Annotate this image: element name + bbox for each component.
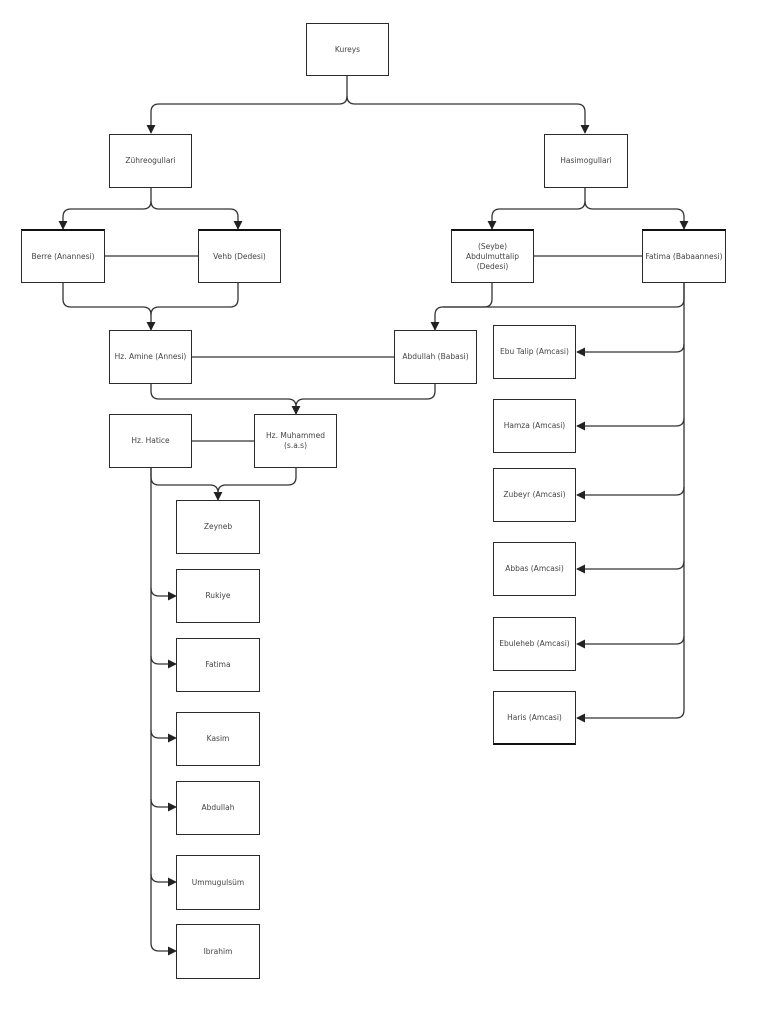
node-berre: Berre (Anannesi) [21, 229, 105, 283]
edge-uncle-hamza [576, 417, 685, 431]
edge-zuhre-vehb [150, 200, 243, 230]
edge-child-abdullah [150, 798, 177, 812]
node-fatima-babaannesi: Fatima (Babaannesi) [642, 229, 726, 283]
edge-child-ibrahim [150, 942, 177, 956]
node-child-zeyneb: Zeyneb [176, 500, 260, 554]
node-uncle-ebuleheb: Ebuleheb (Amcasi) [493, 617, 576, 671]
node-zuhreogullari: Zühreogullari [109, 134, 192, 188]
node-muhammed: Hz. Muhammed (s.a.s) [254, 414, 337, 468]
node-uncle-abbas: Abbas (Amcasi) [493, 542, 576, 596]
edge-hasim-fatima [584, 200, 689, 230]
edge-uncle-zubeyr [576, 486, 685, 500]
node-child-abdullah: Abdullah [176, 781, 260, 835]
node-uncle-hamza: Hamza (Amcasi) [493, 399, 576, 453]
edge-fatima-abdullah [443, 283, 685, 308]
node-child-kasim: Kasim [176, 712, 260, 766]
node-child-ibrahim: Ibrahim [176, 924, 260, 979]
edge-zuhre-berre [58, 188, 152, 230]
node-hatice: Hz. Hatice [109, 414, 192, 468]
edge-child-kasim [150, 729, 177, 743]
edge-vehb-amine [150, 283, 239, 316]
node-uncle-haris: Haris (Amcasi) [493, 691, 576, 745]
edge-kureys-hasim [346, 95, 590, 134]
edge-uncle-abbas [576, 560, 685, 574]
node-seybe-abdulmuttalip: (Seybe) Abdulmuttalip (Dedesi) [451, 229, 534, 283]
node-vehb: Vehb (Dedesi) [198, 229, 281, 283]
node-child-ummugulsum: Ummugulsüm [176, 855, 260, 910]
node-child-fatima: Fatima [176, 638, 260, 692]
edge-kureys-zuhre [146, 76, 348, 134]
node-abdullah-babasi: Abdullah (Babasi) [394, 330, 477, 384]
edge-amine-muhammed [150, 384, 301, 415]
edge-hasim-seybe [487, 188, 586, 230]
edge-child-rukiye [150, 587, 177, 601]
edge-uncle-haris [576, 709, 685, 723]
edge-hatice-zeyneb [150, 468, 223, 501]
node-hasimogullari: Hasimogullari [544, 134, 628, 188]
node-child-rukiye: Rukiye [176, 569, 260, 623]
node-kureys: Kureys [306, 23, 389, 76]
edge-abdullah-muhammed [295, 384, 436, 408]
node-amine: Hz. Amine (Annesi) [109, 330, 192, 384]
edge-muhammed-zeyneb [217, 468, 297, 494]
node-uncle-ebutalip: Ebu Talip (Amcasi) [493, 325, 576, 379]
edge-child-ummugulsum [150, 873, 177, 887]
edge-berre-amine [62, 283, 156, 331]
node-uncle-zubeyr: Zubeyr (Amcasi) [493, 468, 576, 522]
edge-uncle-ebuleheb [576, 635, 685, 649]
edge-child-fatima [150, 655, 177, 669]
edge-uncle-ebutalip [576, 343, 685, 357]
